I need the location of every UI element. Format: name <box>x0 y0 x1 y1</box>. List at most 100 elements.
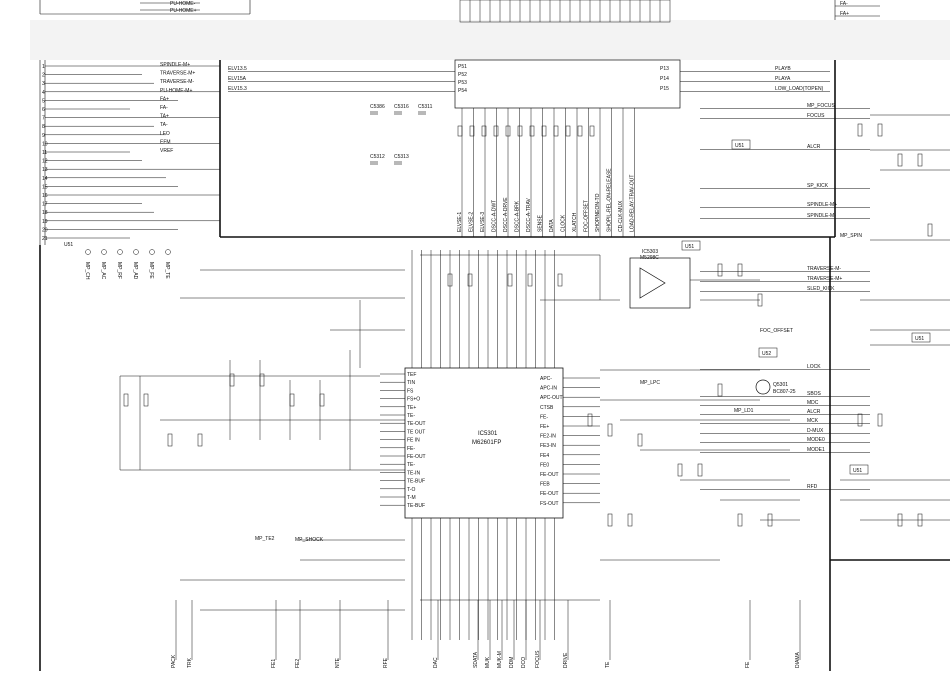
left-pin-number: 21 <box>42 236 48 242</box>
driver-cap-label: C5316 <box>394 104 409 110</box>
left-pin-number: 3 <box>42 81 45 87</box>
bottom-net: FE <box>745 661 751 668</box>
left-pin-number: 16 <box>42 193 48 199</box>
bottom-net: DCO <box>521 657 527 668</box>
resistor-symbol <box>527 273 533 287</box>
driver-pin-left: P54 <box>458 88 467 94</box>
left-input-label: PU-HOME-M+ <box>160 88 192 94</box>
left-pin-number: 13 <box>42 167 48 173</box>
scan-band <box>30 20 950 60</box>
signal-label: FOC_OFFSET <box>760 328 793 334</box>
main-ic-left-pin: TE-OUT <box>407 421 426 427</box>
bottom-net: TE <box>605 661 611 668</box>
driver-resistor <box>553 125 559 137</box>
probe-point <box>101 249 107 255</box>
resistor-symbol <box>857 123 863 137</box>
probe-label: MP_CH <box>84 262 90 280</box>
top-mid-block <box>459 0 671 23</box>
signal-label: MP_TE2 <box>255 536 275 542</box>
main-ic-right-pin: APC-OUT <box>540 395 563 401</box>
signal-label: MP_SPIN <box>840 233 862 239</box>
left-pin-number: 4 <box>42 90 45 96</box>
left-input-label: TA+ <box>160 114 169 120</box>
signal-label: ALCR <box>807 144 821 150</box>
driver-resistor <box>517 125 523 137</box>
resistor-symbol <box>289 393 295 407</box>
driver-bottom-net: CLOCK <box>561 214 567 232</box>
unit-box <box>731 139 751 150</box>
driver-resistor <box>541 125 547 137</box>
resistor-symbol <box>897 513 903 527</box>
bottom-net: TRK <box>187 657 193 668</box>
driver-left-net: ELV15A <box>228 76 247 82</box>
resistor-array <box>123 123 933 527</box>
resistor-symbol <box>877 123 883 137</box>
resistor-symbol <box>123 393 129 407</box>
left-connector-ref: U51 <box>64 242 73 248</box>
bottom-net: FE2 <box>295 659 301 668</box>
driver-resistor <box>577 125 583 137</box>
left-pin-number: 1 <box>42 64 45 70</box>
left-input-label: FA- <box>160 105 168 111</box>
wiring <box>119 114 950 611</box>
left-input-label: LFO <box>160 131 170 137</box>
left-input-label: VREF <box>160 148 173 154</box>
bottom-net: FE1 <box>271 659 277 668</box>
resistor-symbol <box>737 263 743 277</box>
driver-bottom-net: ELVSE-2 <box>469 212 475 232</box>
driver-right-net: PLAYA <box>775 76 791 82</box>
resistor-symbol <box>467 273 473 287</box>
signal-label: ALCR <box>807 409 821 415</box>
main-ic-left-pin: TE-BUF <box>407 503 425 509</box>
driver-bottom-net: DSCC-A-DWT <box>492 200 498 232</box>
driver-resistor <box>565 125 571 137</box>
driver-right-net: LOW_LOAD(TOPEN) <box>775 86 824 92</box>
main-ic-left-pin: FE-OUT <box>407 454 426 460</box>
driver-bottom-net: FOC-OFFSET <box>584 200 590 232</box>
main-ic-left-pin: TEF <box>407 372 416 378</box>
signal-label: FOCUS <box>807 113 825 119</box>
signal-label: SP_KICK <box>807 183 829 189</box>
main-ic-right-pin: FE3-IN <box>540 443 556 449</box>
probe-point <box>85 249 91 255</box>
unit-label: U51 <box>685 244 694 250</box>
driver-ic-body <box>454 59 681 109</box>
signal-label: SPINDLE-M- <box>807 213 836 219</box>
left-pin-number: 18 <box>42 210 48 216</box>
driver-resistor <box>481 125 487 137</box>
resistor-symbol <box>717 383 723 397</box>
opamp-ref: IC5303 <box>642 249 658 255</box>
resistor-symbol <box>877 413 883 427</box>
driver-bottom-net: ELVSE-1 <box>457 212 463 232</box>
resistor-symbol <box>197 433 203 447</box>
driver-pin-right: P13 <box>660 66 669 72</box>
signal-label: MCK <box>807 418 819 424</box>
signal-label: TRAVERSE-M+ <box>807 276 842 282</box>
resistor-symbol <box>143 393 149 407</box>
driver-bottom-net: DATA <box>549 219 555 232</box>
driver-bottom-net: LOAD-RELAY-TRAV-OUT <box>630 175 636 232</box>
main-ic-left-pin: TE-IN <box>407 470 420 476</box>
left-input-label: TA- <box>160 122 168 128</box>
signal-label: SLED_KICK <box>807 286 835 292</box>
driver-ic-nets: ELV13.5ELV15AELV15.3P51P52P53P54P13P14P1… <box>228 64 830 237</box>
left-pin-number: 12 <box>42 159 48 165</box>
signal-label: MODE1 <box>807 447 825 453</box>
unit-label: U51 <box>853 468 862 474</box>
signal-label: TRAVERSE-M- <box>807 266 841 272</box>
left-pin-number: 7 <box>42 116 45 122</box>
left-connector-wires <box>45 65 220 239</box>
resistor-symbol <box>917 153 923 167</box>
main-ic-left-pin: TE- <box>407 462 415 468</box>
top-pin-1: PU-HOME- <box>170 1 196 7</box>
driver-bottom-net: SENSE <box>538 214 544 232</box>
signal-label: RFD <box>807 484 818 490</box>
signal-label: MP_LPC <box>640 380 660 386</box>
main-ic-right-pin: FS-OUT <box>540 501 559 507</box>
driver-pin-left: P53 <box>458 80 467 86</box>
main-ic-left-pin: TE+ <box>407 405 416 411</box>
main-ic-right-pin: FE+ <box>540 424 549 430</box>
signal-label: SBOS <box>807 391 822 397</box>
signal-label: LOCK <box>807 364 821 370</box>
